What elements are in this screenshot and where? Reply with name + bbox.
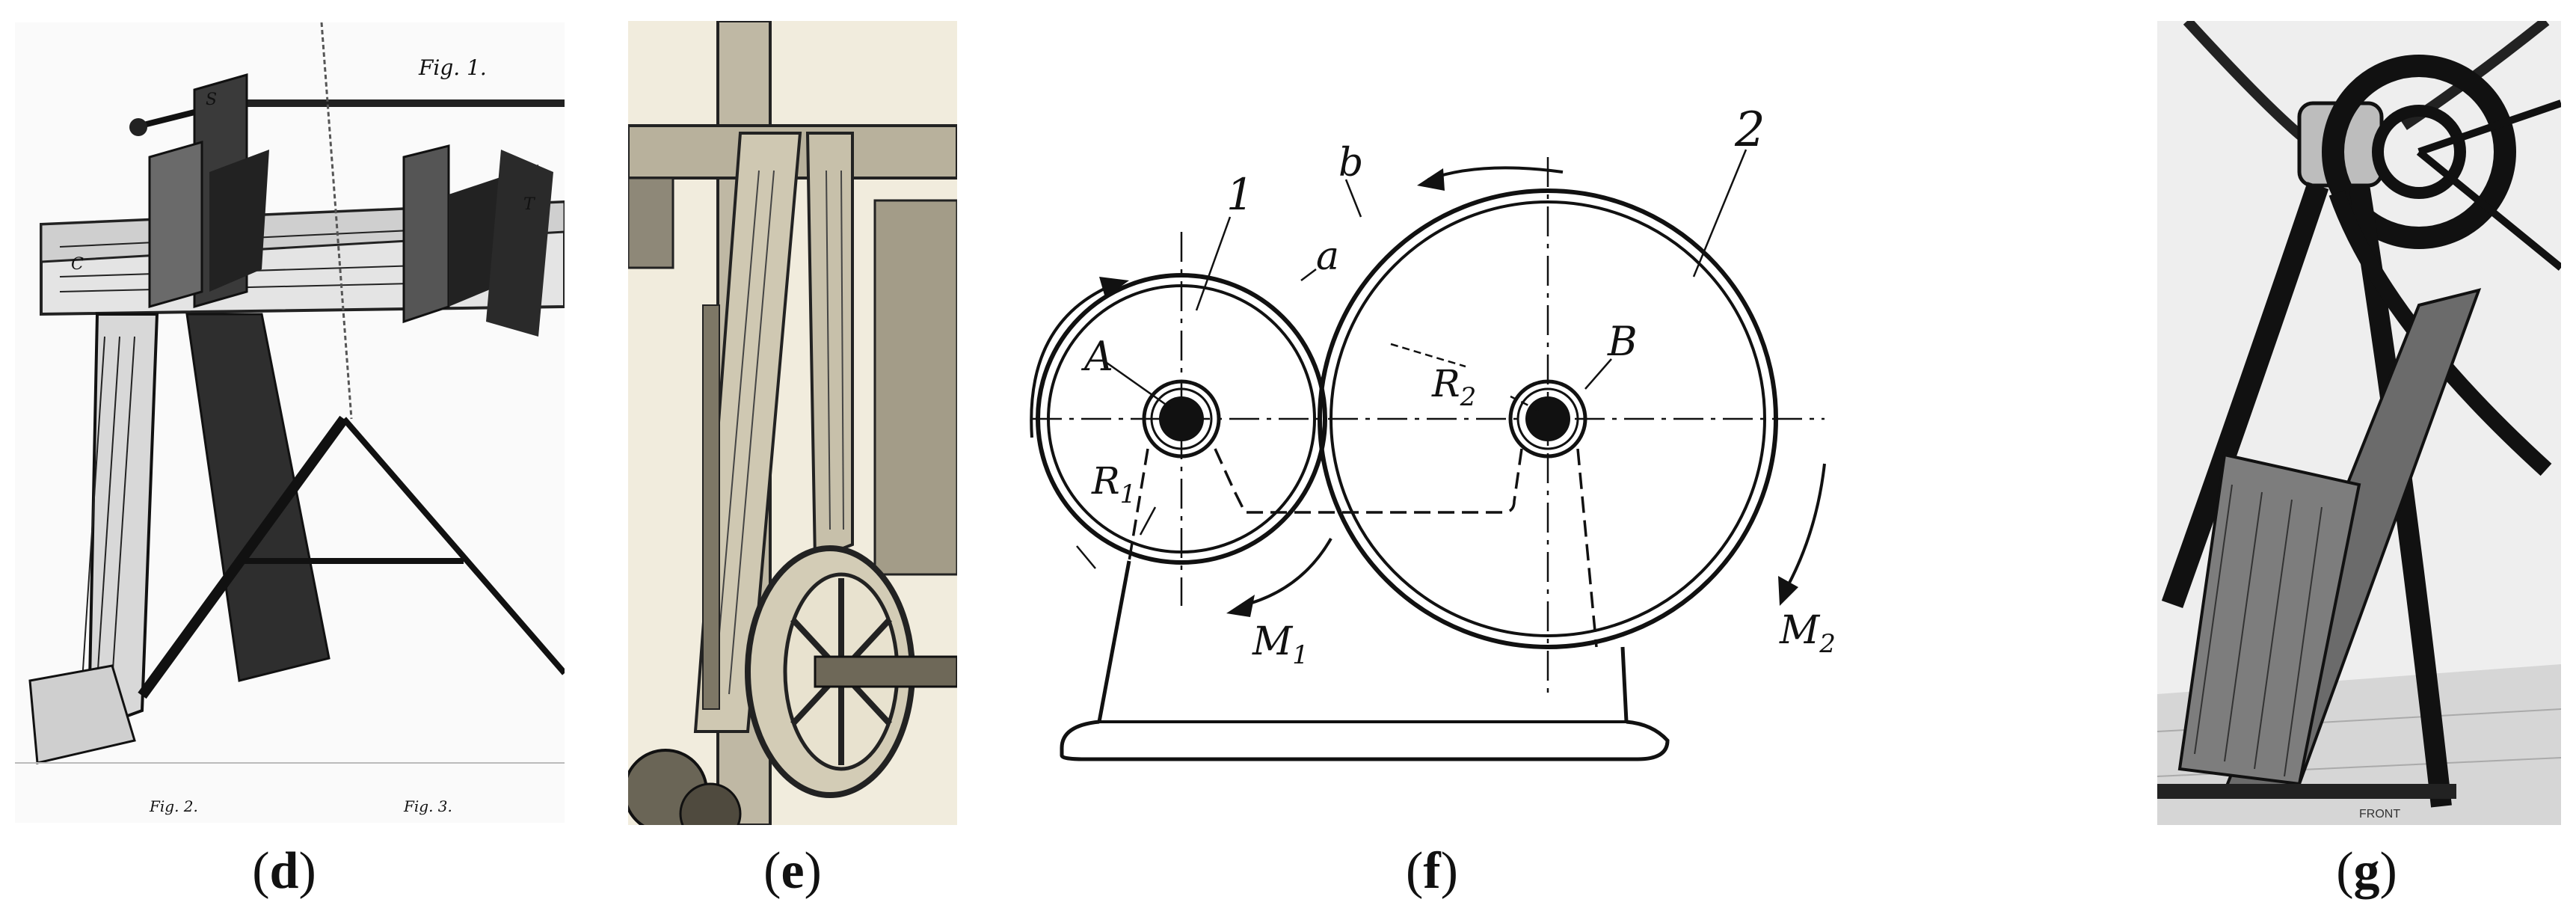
caption-f: (f) [1406, 842, 1458, 900]
panel-g: FRONT [2157, 16, 2564, 825]
caption-d: (d) [252, 842, 316, 900]
panel-e [623, 19, 959, 845]
label-M2: M2 [1779, 608, 1836, 659]
label-shaft-A: A [1080, 333, 1113, 380]
caption-e: (e) [763, 842, 822, 900]
pole-lathe-engraving: Fig. 1. S C T Fig. 2. Fig. 3. [15, 22, 568, 823]
belt-drive-engraving [623, 19, 959, 845]
label-pulley-2: 2 [1734, 102, 1765, 158]
panel-d: Fig. 1. S C T Fig. 2. Fig. 3. [15, 22, 568, 823]
treadle-stand-engraving: FRONT [2157, 16, 2564, 825]
fig-2-label: Fig. 2. [149, 797, 198, 815]
label-R2: R2 [1431, 362, 1476, 412]
label-rim-b: b [1338, 141, 1363, 185]
label-R1: R1 [1091, 459, 1136, 509]
label-pulley-1: 1 [1226, 169, 1254, 220]
fig-3-label: Fig. 3. [403, 797, 452, 815]
panel-f: 1 2 a b A B R1 R2 M1 M2 [1017, 97, 1839, 770]
two-pulley-schematic: 1 2 a b A B R1 R2 M1 M2 [1030, 102, 1836, 761]
caption-g: (g) [2336, 842, 2397, 900]
front-plate-text: FRONT [2359, 808, 2400, 821]
part-label-s: S [206, 91, 217, 109]
part-label-t: T [523, 195, 536, 214]
label-shaft-B: B [1607, 318, 1638, 365]
part-label-c: C [71, 255, 84, 274]
fig-1-label: Fig. 1. [418, 55, 487, 80]
label-rim-a: a [1316, 234, 1339, 279]
label-M1: M1 [1252, 619, 1309, 670]
